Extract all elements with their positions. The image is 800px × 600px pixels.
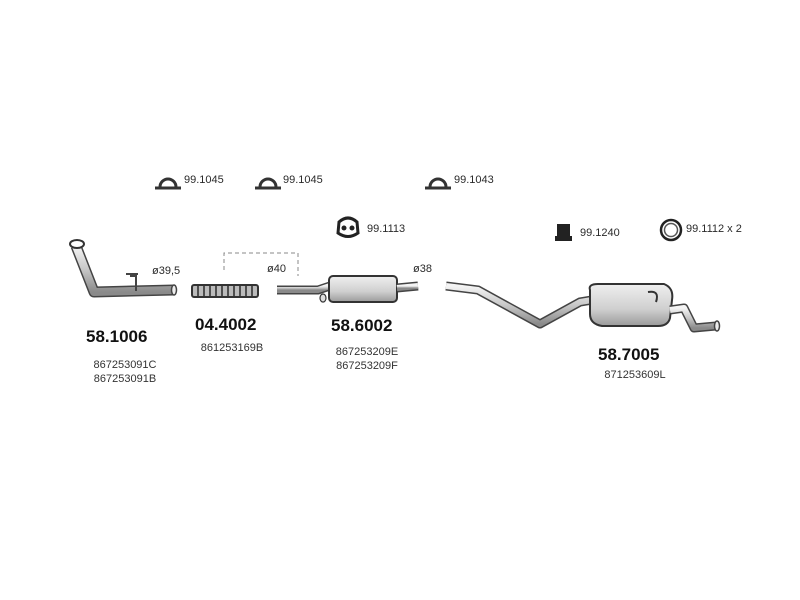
center-muffler-part — [277, 275, 419, 303]
clamp-3-code: 99.1043 — [454, 174, 494, 186]
oe-number: 867253091C — [93, 359, 157, 371]
flex-hose-oe-list: 861253169B — [187, 341, 277, 355]
flex-hose-diameter: ø40 — [267, 263, 286, 275]
clamp-1-code: 99.1045 — [184, 174, 224, 186]
front-pipe-part — [69, 239, 178, 298]
clamp-2-code: 99.1045 — [283, 174, 323, 186]
rear-muffler-code: 58.7005 — [598, 345, 660, 364]
front-pipe-code: 58.1006 — [86, 327, 148, 346]
ring-icon — [659, 218, 683, 242]
rubber-hanger-icon — [555, 224, 572, 241]
center-muffler-code: 58.6002 — [331, 316, 393, 335]
clamp-icon-3 — [425, 177, 451, 190]
oe-number: 867253091B — [93, 373, 157, 385]
rear-muffler-part — [445, 281, 721, 333]
center-muffler-oe-list: 867253209E 867253209F — [322, 345, 412, 373]
oe-number: 867253209F — [336, 360, 398, 372]
center-muffler-diameter: ø38 — [413, 263, 432, 275]
flex-hose-part — [191, 252, 299, 298]
mount-code: 99.1113 — [367, 223, 406, 235]
oe-number: 861253169B — [200, 342, 264, 354]
mount-icon — [336, 216, 360, 238]
rubber-code: 99.1240 — [580, 227, 620, 239]
front-pipe-oe-list: 867253091C 867253091B — [80, 358, 170, 386]
oe-number: 867253209E — [335, 346, 399, 358]
clamp-icon-1 — [155, 177, 181, 190]
ring-code: 99.1112 x 2 — [686, 223, 742, 235]
clamp-icon-2 — [255, 177, 281, 190]
rear-muffler-oe-list: 871253609L — [590, 368, 680, 382]
oe-number: 871253609L — [604, 369, 666, 381]
flex-hose-code: 04.4002 — [195, 315, 257, 334]
front-pipe-diameter: ø39,5 — [152, 265, 181, 277]
